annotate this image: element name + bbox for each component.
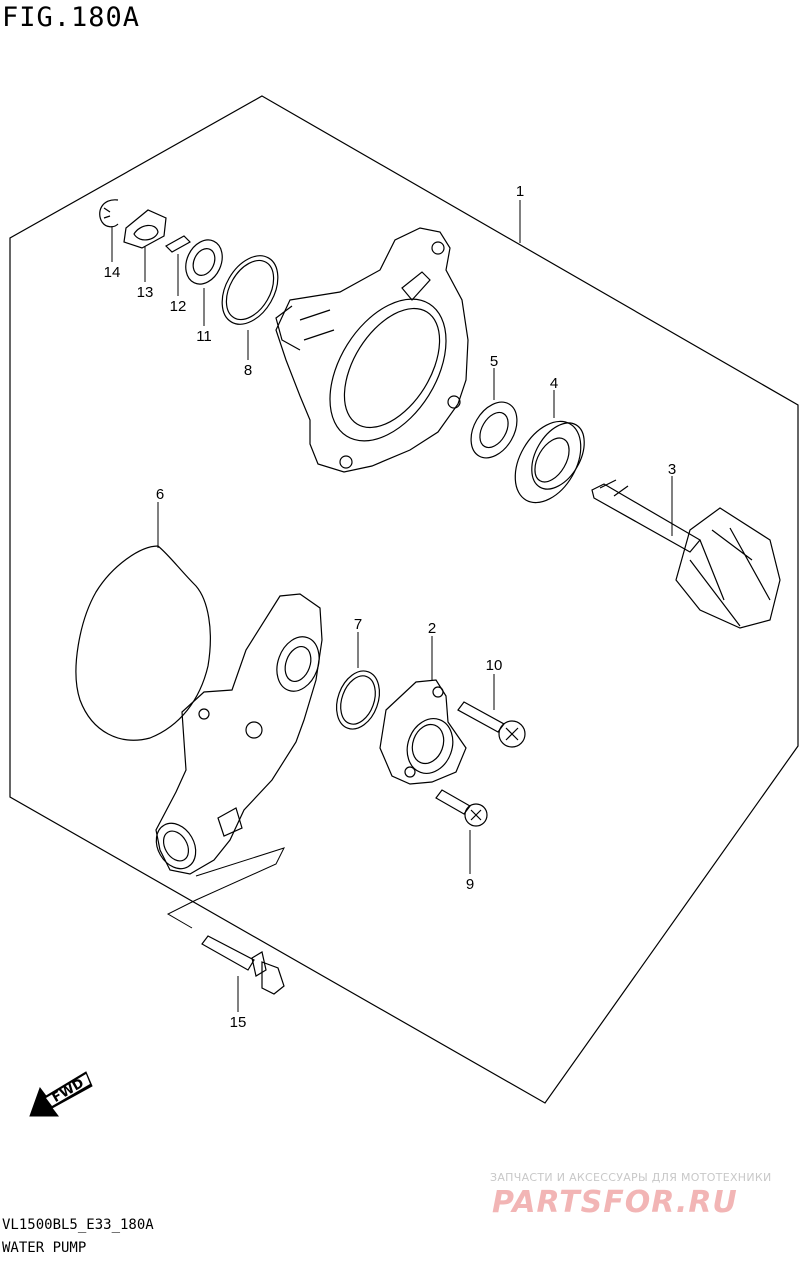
callout-14: 14 [104,264,121,281]
screw-large-part [457,701,526,748]
footer-model-code: VL1500BL5_E33_180A [2,1217,154,1233]
callout-2: 2 [428,620,436,637]
leader-lines [111,200,673,1012]
callout-6: 6 [156,486,164,503]
oil-seal-part [470,401,518,459]
callout-4: 4 [550,375,558,392]
callout-5: 5 [490,353,498,370]
o-ring-outlet-part [335,670,381,730]
callout-12: 12 [170,298,187,315]
pump-body-part [275,227,469,473]
watermark-logo: PARTSFOR.RU [492,1185,738,1220]
callout-15: 15 [230,1014,247,1031]
figure-title: FIG.180A [2,2,141,33]
washer-part [185,239,223,285]
callout-7: 7 [354,616,362,633]
dowel-pin-part [165,235,191,253]
callout-13: 13 [137,284,154,301]
callout-1: 1 [516,183,524,200]
callout-10: 10 [486,657,503,674]
mechanical-seal-part [514,420,585,504]
footer-section-name: WATER PUMP [2,1240,87,1256]
callout-3: 3 [668,461,676,478]
cover-gasket-part [75,545,211,741]
screw-small-part [435,789,488,827]
flange-bolt-part [201,935,285,995]
watermark-tagline: ЗАПЧАСТИ И АКСЕССУАРЫ ДЛЯ МОТОТЕХНИКИ [490,1171,772,1184]
fwd-arrow-icon: FWD [29,1071,93,1117]
o-ring-small-part [221,255,279,325]
outlet-fitting-part [379,679,467,785]
e-clip-part [99,199,119,228]
fwd-label: FWD [50,1076,87,1106]
callout-8: 8 [244,362,252,379]
impeller-shaft-part [591,479,781,629]
pump-cover-part [155,593,323,875]
pump-gear-part [123,209,167,249]
callout-11: 11 [196,328,212,345]
assembly-outline [9,95,799,1104]
callout-9: 9 [466,876,474,893]
